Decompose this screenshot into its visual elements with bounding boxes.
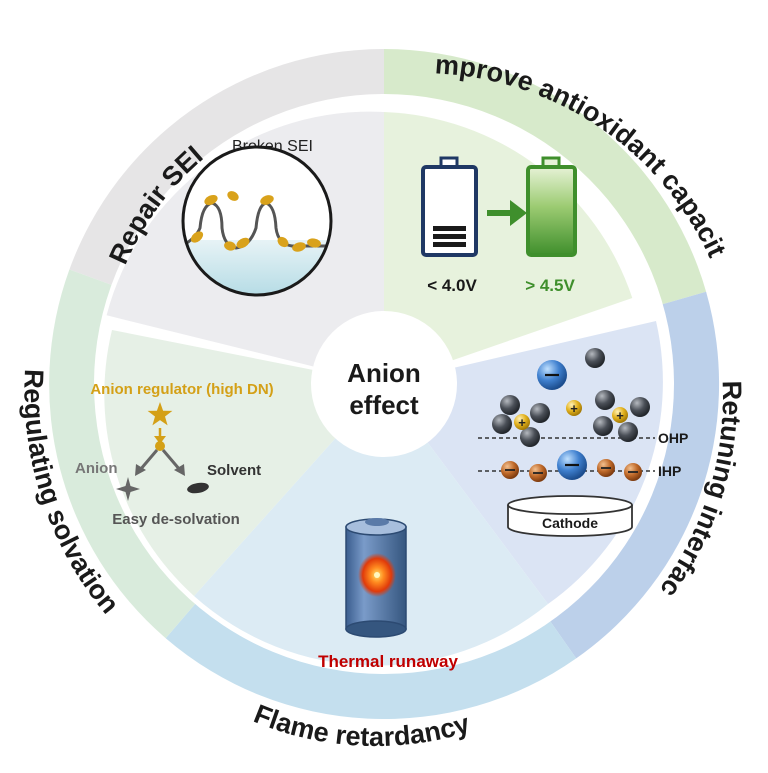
cation bbox=[566, 400, 582, 416]
solvent-molecules bbox=[492, 348, 650, 447]
solvent-label: Solvent bbox=[207, 462, 261, 479]
battery-cylinder-bottom bbox=[345, 620, 407, 638]
plus-sign: + bbox=[616, 408, 624, 423]
high-voltage-label: > 4.5V bbox=[525, 276, 575, 295]
battery-low-level-bar bbox=[433, 242, 466, 247]
solvation-panel: Anion regulator (high DN) Anion Solvent … bbox=[75, 381, 274, 528]
anion-label: Anion bbox=[75, 460, 118, 477]
arrowhead-to-solvent bbox=[174, 464, 185, 476]
ohp-label: OHP bbox=[658, 430, 688, 446]
anion-regulator-label: Anion regulator (high DN) bbox=[90, 381, 273, 398]
battery-low-level-bar bbox=[433, 234, 466, 239]
magnifier-lens bbox=[181, 145, 333, 297]
arrow-right-icon bbox=[487, 200, 527, 226]
solvent-molecule bbox=[530, 403, 550, 423]
battery-high-icon bbox=[526, 165, 577, 257]
solvent-molecule bbox=[595, 390, 615, 410]
plus-sign: + bbox=[518, 415, 526, 430]
center-circle bbox=[311, 311, 457, 457]
arrow-to-solvent bbox=[161, 449, 182, 471]
battery-low-level-bar bbox=[433, 226, 466, 231]
battery-terminal bbox=[365, 518, 389, 526]
center-title-line1: Anion bbox=[347, 358, 421, 388]
down-arrowhead bbox=[154, 436, 166, 444]
adsorbed-anions bbox=[501, 459, 642, 482]
solvent-molecule bbox=[593, 416, 613, 436]
solvation-center bbox=[155, 441, 165, 451]
anion-sparkle-icon bbox=[116, 477, 140, 501]
cathode-label: Cathode bbox=[542, 515, 598, 531]
cation bbox=[514, 414, 530, 430]
flame-panel: Thermal runaway bbox=[318, 518, 458, 671]
solvent-molecule bbox=[630, 397, 650, 417]
hotspot-core bbox=[374, 572, 380, 578]
center-title-line2: effect bbox=[349, 390, 419, 420]
interface-panel: OHP IHP + + + bbox=[478, 348, 688, 537]
cation bbox=[612, 407, 628, 423]
arrowhead-to-anion bbox=[135, 464, 146, 476]
low-voltage-label: < 4.0V bbox=[427, 276, 477, 295]
cation-ions: + + + bbox=[514, 400, 628, 430]
ihp-label: IHP bbox=[658, 463, 681, 479]
solvent-molecule bbox=[520, 427, 540, 447]
arrow-to-anion bbox=[138, 449, 159, 471]
solvent-molecule bbox=[618, 422, 638, 442]
solvent-molecule bbox=[585, 348, 605, 368]
desolvation-label: Easy de-solvation bbox=[112, 511, 240, 528]
battery-low-icon bbox=[421, 165, 478, 257]
plus-sign: + bbox=[570, 401, 578, 416]
solvent-pill-icon bbox=[187, 482, 209, 494]
antioxidant-panel: < 4.0V > 4.5V bbox=[421, 156, 577, 295]
thermal-runaway-label: Thermal runaway bbox=[318, 652, 458, 671]
star-icon bbox=[147, 402, 173, 426]
cathode-disc: Cathode bbox=[507, 495, 633, 537]
anion-ions bbox=[537, 360, 587, 480]
solvent-molecule bbox=[492, 414, 512, 434]
solvent-molecule bbox=[500, 395, 520, 415]
